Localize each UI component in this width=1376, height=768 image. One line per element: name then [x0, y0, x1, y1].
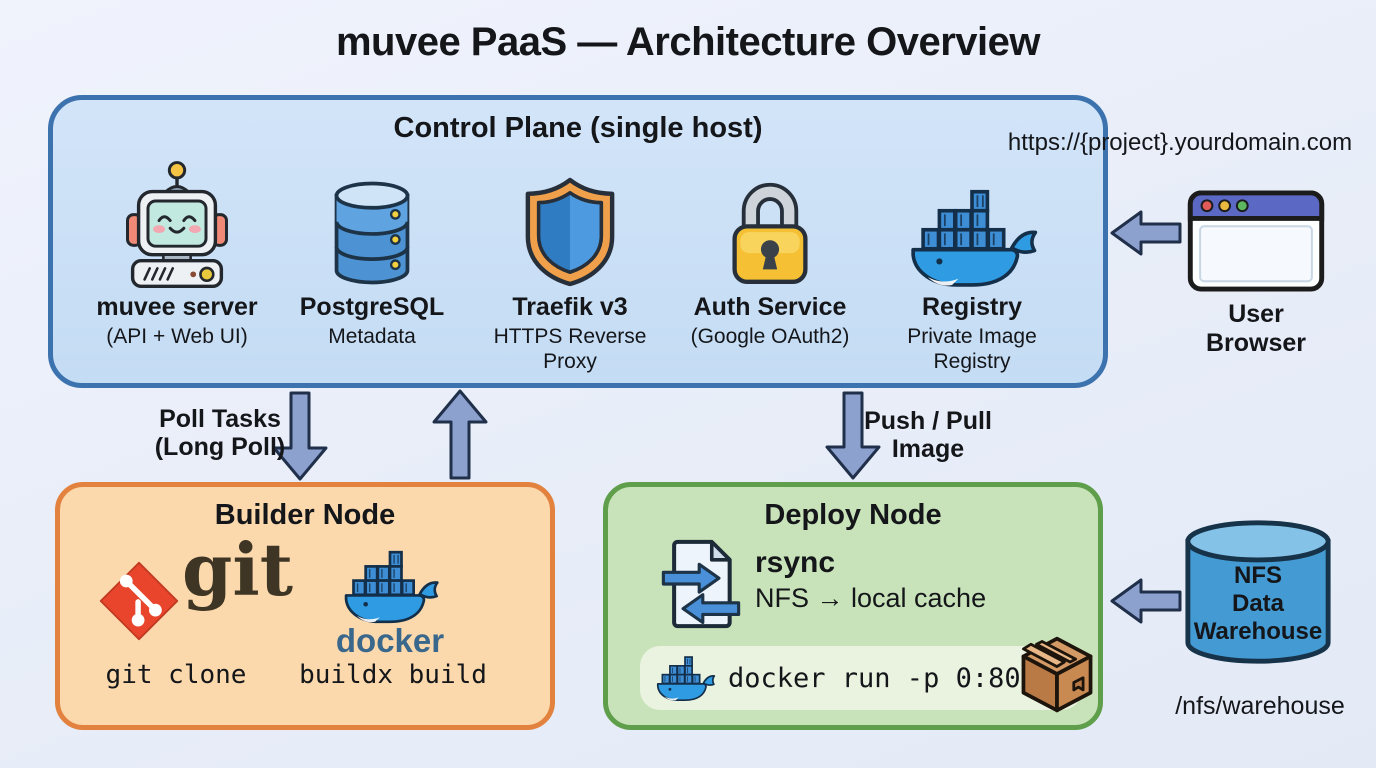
shield-icon — [521, 156, 619, 288]
user-browser: User Browser — [1186, 190, 1326, 358]
cp-item-subtitle: Metadata — [328, 325, 416, 348]
cp-item-subtitle: HTTPS Reverse Proxy — [493, 325, 647, 373]
docker-whale-icon — [905, 156, 1039, 288]
rsync-name: rsync — [755, 546, 836, 579]
browser-label-line1: User — [1228, 300, 1284, 328]
git-wordmark: git — [182, 527, 293, 612]
rsync-icon — [661, 539, 741, 629]
nfs-path-label: /nfs/warehouse — [1175, 692, 1345, 720]
poll-tasks-label: Poll Tasks (Long Poll) — [154, 405, 286, 461]
nfs-cylinder-icon — [1185, 520, 1331, 664]
padlock-icon — [726, 156, 814, 288]
nfs-data-warehouse: NFS Data Warehouse — [1180, 518, 1336, 668]
cp-item-subtitle: (Google OAuth2) — [690, 325, 850, 348]
browser-label-line2: Browser — [1205, 329, 1307, 357]
deploy-node-title: Deploy Node — [764, 499, 942, 531]
cp-item-muvee-server: muvee server (API + Web UI) — [77, 156, 277, 349]
docker-run-whale-icon — [654, 654, 716, 702]
cp-item-name: PostgreSQL — [299, 293, 445, 321]
control-plane-box: Control Plane (single host) — [48, 95, 1108, 388]
browser-url-label: https://{project}.yourdomain.com — [1007, 129, 1353, 156]
cp-item-postgresql: PostgreSQL Metadata — [272, 156, 472, 349]
database-icon — [330, 156, 414, 288]
builder-node-title: Builder Node — [214, 499, 396, 531]
cp-item-registry: Registry Private Image Registry — [872, 156, 1072, 374]
cp-item-auth: Auth Service (Google OAuth2) — [670, 156, 870, 349]
browser-arrow — [1110, 210, 1182, 256]
cp-item-name: Registry — [921, 293, 1023, 321]
nfs-label: NFS Data Warehouse — [1193, 562, 1323, 645]
robot-icon — [118, 156, 236, 288]
browser-window-icon — [1187, 190, 1325, 292]
push-image-arrow-upper — [432, 389, 488, 480]
cp-item-subtitle: Private Image Registry — [907, 325, 1037, 373]
push-pull-label: Push / Pull Image — [864, 407, 992, 463]
cp-item-subtitle: (API + Web UI) — [106, 325, 248, 348]
git-clone-command: git clone — [105, 660, 247, 690]
cp-item-name: Auth Service — [693, 293, 847, 321]
cp-item-traefik: Traefik v3 HTTPS Reverse Proxy — [470, 156, 670, 374]
control-plane-title: Control Plane (single host) — [393, 112, 763, 144]
docker-run-command: docker run -p 0:8080 — [728, 662, 1054, 694]
page-title: muvee PaaS — Architecture Overview — [335, 20, 1041, 64]
nfs-arrow — [1110, 578, 1182, 624]
git-icon — [99, 561, 179, 641]
rsync-subtitle: NFS → local cache — [755, 583, 987, 613]
cp-item-name: muvee server — [96, 293, 258, 321]
docker-run-pill: docker run -p 0:8080 — [640, 646, 1082, 710]
docker-builder-icon — [340, 548, 440, 624]
buildx-build-command: buildx build — [299, 660, 487, 690]
package-icon — [1016, 634, 1098, 716]
browser-label: User Browser — [1186, 300, 1326, 358]
docker-wordmark: docker — [335, 622, 445, 659]
cp-item-name: Traefik v3 — [512, 293, 628, 321]
